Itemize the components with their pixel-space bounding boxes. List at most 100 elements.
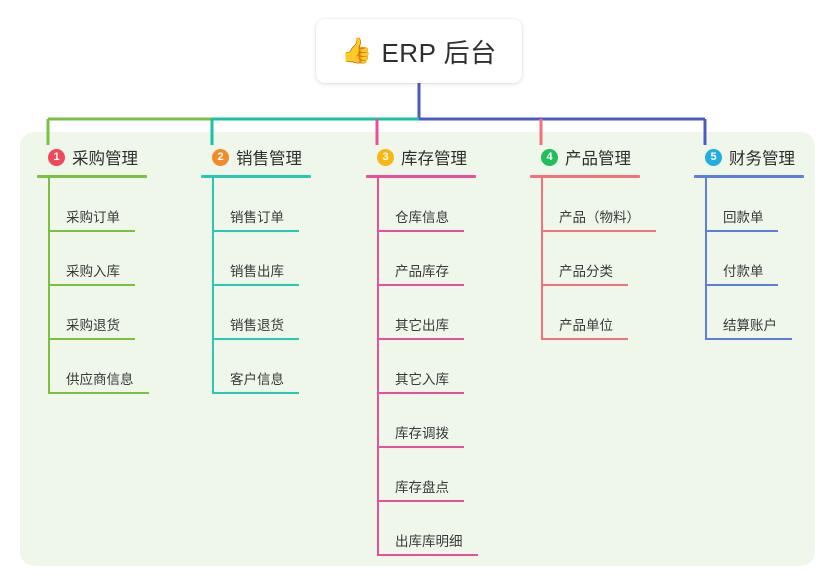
- column-badge-2: 2: [212, 148, 229, 166]
- list-item-rule: [377, 554, 478, 556]
- list-item-label: 采购入库: [66, 264, 120, 279]
- list-item[interactable]: 销售订单: [201, 178, 311, 232]
- column-header-2[interactable]: 2 销售管理: [201, 144, 311, 170]
- list-item-rule: [541, 338, 628, 340]
- column-4: 4 产品管理产品（物料） 产品分类产品单位: [530, 144, 656, 340]
- list-item-label: 其它入库: [395, 372, 449, 387]
- list-item-rule: [541, 230, 656, 232]
- list-item-rule: [212, 230, 299, 232]
- list-item-label: 客户信息: [230, 372, 284, 387]
- diagram-panel: [20, 132, 815, 566]
- list-item-rule: [377, 230, 464, 232]
- list-item[interactable]: 产品（物料）: [530, 178, 656, 232]
- list-item-label: 出库库明细: [395, 534, 463, 549]
- list-item[interactable]: 销售退货: [201, 286, 311, 340]
- list-item-rule: [705, 338, 792, 340]
- list-item-label: 回款单: [723, 210, 764, 225]
- list-item-label: 库存盘点: [395, 480, 449, 495]
- column-items-3: 仓库信息产品库存其它出库其它入库库存调拨库存盘点出库库明细: [366, 178, 478, 556]
- list-item[interactable]: 付款单: [694, 232, 804, 286]
- list-item[interactable]: 供应商信息: [37, 340, 149, 394]
- column-2: 2 销售管理销售订单销售出库销售退货客户信息: [201, 144, 311, 394]
- list-item-label: 产品分类: [559, 264, 613, 279]
- list-item-label: 其它出库: [395, 318, 449, 333]
- list-item-rule: [377, 446, 464, 448]
- list-item-rule: [377, 338, 464, 340]
- list-item-label: 结算账户: [723, 318, 777, 333]
- root-title: ERP 后台: [381, 37, 497, 68]
- list-item[interactable]: 销售出库: [201, 232, 311, 286]
- column-rule-3: [366, 175, 476, 178]
- list-item-label: 供应商信息: [66, 372, 134, 387]
- list-item[interactable]: 采购退货: [37, 286, 147, 340]
- column-rule-1: [37, 175, 147, 178]
- list-item-label: 库存调拨: [395, 426, 449, 441]
- column-rule-4: [530, 175, 640, 178]
- list-item[interactable]: 采购订单: [37, 178, 147, 232]
- list-item[interactable]: 产品库存: [366, 232, 476, 286]
- column-items-1: 采购订单采购入库采购退货供应商信息: [37, 178, 149, 394]
- column-header-3[interactable]: 3 库存管理: [366, 144, 476, 170]
- column-badge-5: 5: [705, 148, 722, 166]
- list-item-label: 仓库信息: [395, 210, 449, 225]
- list-item-label: 销售订单: [230, 210, 284, 225]
- list-item[interactable]: 库存盘点: [366, 448, 476, 502]
- list-item[interactable]: 其它入库: [366, 340, 476, 394]
- list-item-rule: [48, 338, 135, 340]
- list-item[interactable]: 采购入库: [37, 232, 147, 286]
- column-items-2: 销售订单销售出库销售退货客户信息: [201, 178, 311, 394]
- list-item-label: 付款单: [723, 264, 764, 279]
- list-item-label: 产品单位: [559, 318, 613, 333]
- column-badge-3: 3: [377, 148, 394, 166]
- column-5: 5 财务管理回款单付款单结算账户: [694, 144, 804, 340]
- column-title-4: 产品管理: [565, 150, 631, 168]
- list-item[interactable]: 结算账户: [694, 286, 804, 340]
- thumbs-up-icon: 👍: [341, 36, 373, 65]
- list-item-label: 销售出库: [230, 264, 284, 279]
- list-item[interactable]: 回款单: [694, 178, 804, 232]
- column-rule-2: [201, 175, 311, 178]
- list-item[interactable]: 产品单位: [530, 286, 640, 340]
- list-item-label: 销售退货: [230, 318, 284, 333]
- list-item[interactable]: 其它出库: [366, 286, 476, 340]
- column-spine-3: [377, 178, 379, 556]
- column-title-2: 销售管理: [236, 150, 302, 168]
- list-item-label: 采购退货: [66, 318, 120, 333]
- list-item-rule: [48, 230, 135, 232]
- list-item-rule: [705, 284, 778, 286]
- list-item[interactable]: 产品分类: [530, 232, 640, 286]
- list-item-label: 采购订单: [66, 210, 120, 225]
- list-item-rule: [48, 392, 149, 394]
- column-badge-4: 4: [541, 148, 558, 166]
- list-item-rule: [212, 284, 299, 286]
- column-title-1: 采购管理: [72, 150, 138, 168]
- list-item-rule: [212, 392, 299, 394]
- root-node[interactable]: 👍 ERP 后台: [316, 19, 522, 83]
- column-title-3: 库存管理: [401, 150, 467, 168]
- list-item-rule: [705, 230, 778, 232]
- list-item-rule: [377, 500, 464, 502]
- list-item-label: 产品库存: [395, 264, 449, 279]
- column-badge-1: 1: [48, 148, 65, 166]
- column-title-5: 财务管理: [729, 150, 795, 168]
- column-rule-5: [694, 175, 804, 178]
- column-items-4: 产品（物料） 产品分类产品单位: [530, 178, 656, 340]
- column-items-5: 回款单付款单结算账户: [694, 178, 804, 340]
- list-item-label: 产品（物料）: [559, 210, 640, 225]
- column-header-4[interactable]: 4 产品管理: [530, 144, 640, 170]
- list-item[interactable]: 库存调拨: [366, 394, 476, 448]
- list-item-rule: [377, 392, 464, 394]
- column-spine-2: [212, 178, 214, 394]
- list-item[interactable]: 出库库明细: [366, 502, 478, 556]
- column-1: 1 采购管理采购订单采购入库采购退货供应商信息: [37, 144, 149, 394]
- column-3: 3 库存管理仓库信息产品库存其它出库其它入库库存调拨库存盘点出库库明细: [366, 144, 478, 556]
- list-item[interactable]: 客户信息: [201, 340, 311, 394]
- column-header-1[interactable]: 1 采购管理: [37, 144, 147, 170]
- list-item-rule: [212, 338, 299, 340]
- list-item-rule: [377, 284, 464, 286]
- list-item-rule: [48, 284, 135, 286]
- list-item[interactable]: 仓库信息: [366, 178, 476, 232]
- column-spine-5: [705, 178, 707, 340]
- column-header-5[interactable]: 5 财务管理: [694, 144, 804, 170]
